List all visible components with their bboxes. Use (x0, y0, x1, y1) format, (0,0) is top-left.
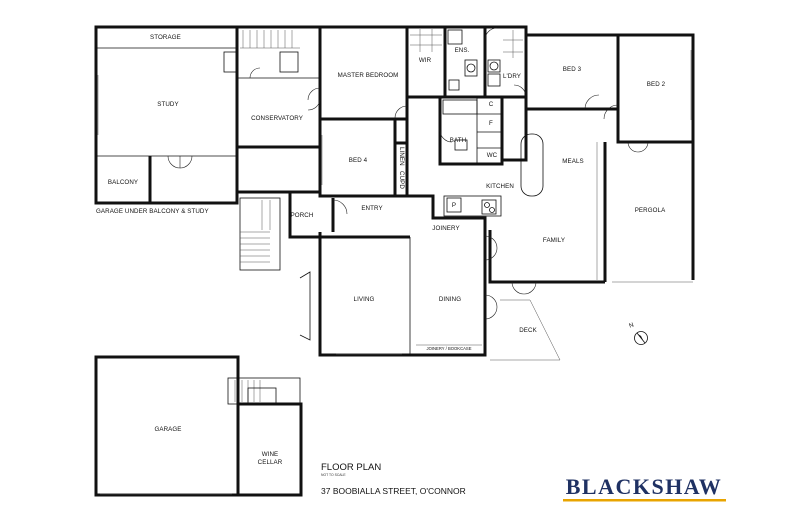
label-conservatory: CONSERVATORY (251, 115, 303, 122)
living-dining (299, 230, 561, 361)
label-living: LIVING (354, 296, 375, 303)
entry-stairs (239, 197, 281, 271)
address: 37 BOOBIALLA STREET, O'CONNOR (321, 486, 466, 496)
bed4 (318, 105, 409, 198)
label-family: FAMILY (543, 237, 565, 244)
label-pergola: PERGOLA (635, 207, 666, 214)
label-kitchen: KITCHEN (486, 183, 514, 190)
brand-name: BLACKSHAW (566, 474, 723, 499)
label-garage-note: GARAGE UNDER BALCONY & STUDY (96, 208, 209, 215)
label-master-bedroom: MASTER BEDROOM (338, 72, 399, 79)
stair-top (240, 30, 300, 73)
label-c: C (489, 101, 494, 108)
label-bed2: BED 2 (647, 81, 666, 88)
label-p: P (452, 202, 456, 209)
label-cellar: CELLAR (258, 459, 283, 466)
label-bed3: BED 3 (563, 66, 582, 73)
compass-icon: N (628, 322, 648, 345)
label-bath: BATH (450, 137, 466, 144)
label-storage: STORAGE (150, 34, 181, 41)
label-wir: WIR (419, 57, 432, 64)
label-joinery: JOINERY (432, 225, 459, 232)
scale-note: NOT TO SCALE (321, 473, 346, 477)
label-f: F (489, 120, 493, 127)
label-garage: GARAGE (154, 426, 181, 433)
label-wine: WINE (262, 451, 279, 458)
plan-title: FLOOR PLAN (321, 462, 381, 473)
study-wing (94, 25, 239, 205)
label-meals: MEALS (562, 158, 583, 165)
label-dining: DINING (439, 296, 461, 303)
label-deck: DECK (519, 327, 537, 334)
label-cupd: CUPD (398, 171, 405, 189)
laundry (483, 25, 528, 99)
label-study: STUDY (157, 101, 178, 108)
blackshaw-logo: BLACKSHAW (563, 474, 726, 502)
corridor-left (235, 145, 322, 194)
garage-block (94, 355, 303, 497)
label-wc: WC (487, 152, 498, 159)
label-laundry: L'DRY (503, 73, 521, 80)
label-balcony: BALCONY (108, 179, 138, 186)
label-ens: ENS. (455, 47, 470, 54)
porch-entry (239, 192, 348, 271)
label-porch: PORCH (291, 212, 314, 219)
label-bed4: BED 4 (349, 157, 368, 164)
brand-underline (563, 499, 726, 502)
main-living-shell (405, 97, 695, 295)
label-linen: LINEN (398, 147, 405, 166)
bed3-bed2 (524, 33, 695, 153)
label-entry: ENTRY (361, 205, 382, 212)
conservatory-block (235, 25, 322, 149)
label-joinery-bookcase: JOINERY / BOOKCASE (427, 346, 472, 351)
compass-north-label: N (628, 322, 635, 330)
